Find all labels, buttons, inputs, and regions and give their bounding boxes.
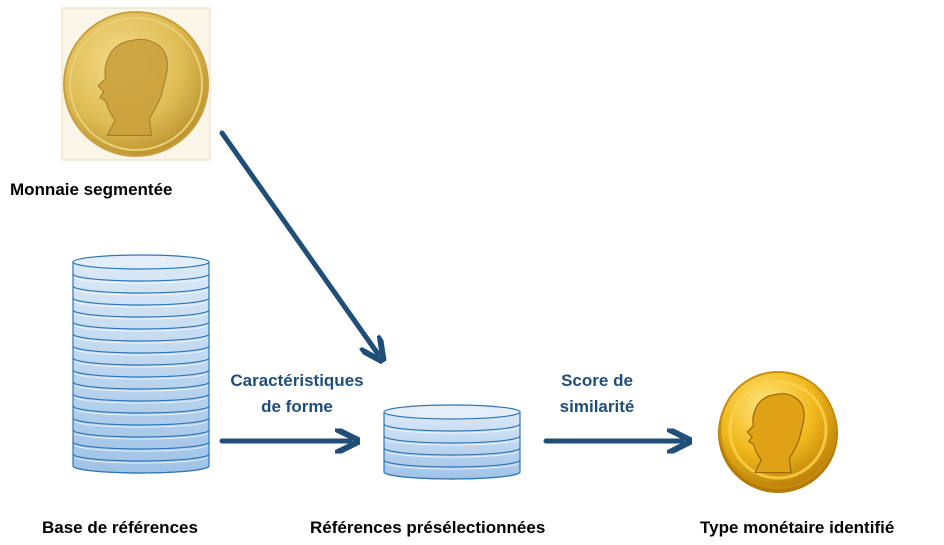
shape-features-line-2: de forme: [261, 397, 333, 416]
identified-type-label: Type monétaire identifié: [700, 518, 895, 537]
similarity-score-line-2: similarité: [559, 397, 635, 416]
segmented-coin-label: Monnaie segmentée: [10, 180, 173, 199]
identified-coin-image: [718, 371, 838, 493]
preselected-references-label: Références présélectionnées: [310, 518, 546, 537]
segmented-coin-image: [61, 7, 211, 161]
similarity-score-label: Score de similarité: [542, 368, 652, 420]
database-icon: [383, 404, 521, 482]
shape-features-line-1: Caractéristiques: [230, 371, 364, 390]
reference-base-label: Base de références: [42, 518, 198, 537]
database-icon: [72, 254, 210, 476]
shape-features-label: Caractéristiques de forme: [218, 368, 376, 420]
similarity-score-line-1: Score de: [561, 371, 633, 390]
arrow-coin-to-preselection: [219, 130, 378, 354]
